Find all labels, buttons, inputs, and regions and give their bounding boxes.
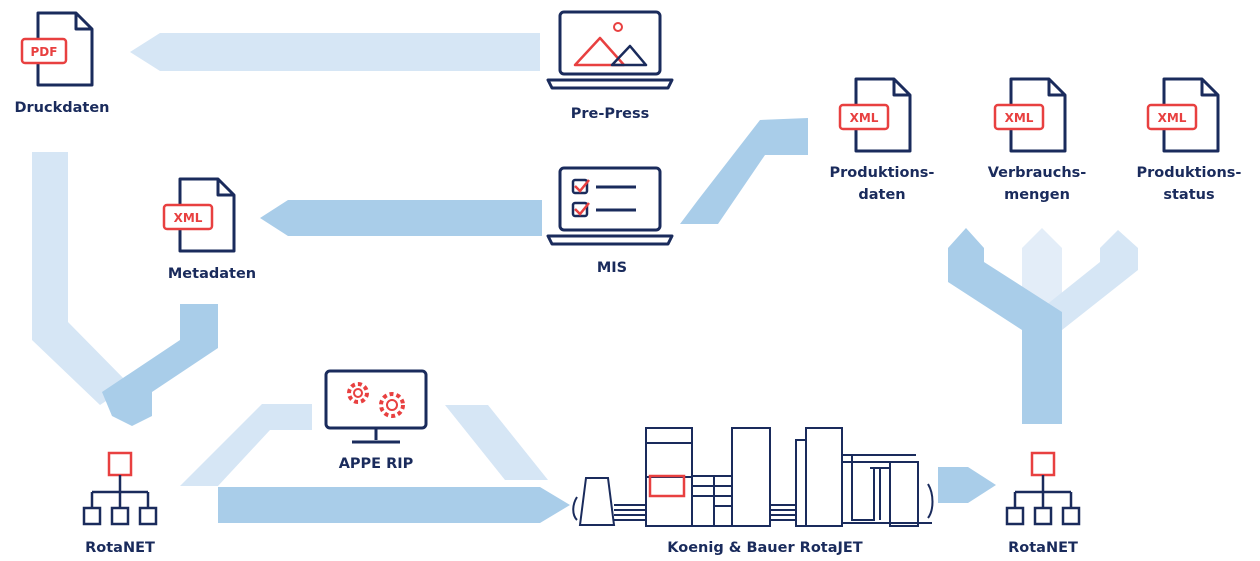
xml-produktionsdaten-icon: XML [838, 77, 912, 153]
prepress-laptop-icon [546, 10, 674, 90]
xml-tag-produktionsstatus: XML [1158, 111, 1187, 125]
appe-rip-label: APPE RIP [339, 456, 414, 472]
rotanet-left-label: RotaNET [85, 540, 155, 556]
pdf-tag: PDF [31, 45, 58, 59]
produktionsstatus-label-line2: status [1163, 187, 1214, 203]
arrow-mis-to-metadaten [260, 200, 542, 236]
rotanet-right-network-icon [1005, 451, 1081, 526]
arrow-metadaten-to-rotanet [102, 304, 218, 426]
mis-label: MIS [597, 260, 627, 276]
produktionsdaten-label-line2: daten [858, 187, 905, 203]
xml-metadaten-icon: XML [162, 177, 236, 253]
produktionsstatus-label-line1: Produktions- [1137, 165, 1242, 181]
rotajet-press-icon [572, 427, 934, 527]
xml-verbrauchsmengen-icon: XML [993, 77, 1067, 153]
rotanet-right-label: RotaNET [1008, 540, 1078, 556]
prepress-label: Pre-Press [571, 106, 650, 122]
arrow-rotanet-to-rotajet [218, 487, 570, 523]
produktionsdaten-label-line1: Produktions- [830, 165, 935, 181]
verbrauchsmengen-label-line1: Verbrauchs- [988, 165, 1087, 181]
rotajet-label: Koenig & Bauer RotaJET [667, 540, 863, 556]
xml-tag-verbrauchsmengen: XML [1005, 111, 1034, 125]
arrow-prepress-to-druckdaten [130, 33, 540, 71]
xml-tag-metadaten: XML [174, 211, 203, 225]
pdf-icon: PDF [20, 11, 94, 87]
druckdaten-label: Druckdaten [14, 100, 109, 116]
arrow-branch-light [1040, 230, 1138, 330]
arrow-rotajet-to-rotanet [938, 467, 996, 503]
arrow-druckdaten-down [32, 152, 130, 405]
mis-laptop-icon [546, 166, 674, 246]
appe-rip-monitor-icon [324, 369, 428, 444]
arrow-branch-mid [948, 228, 1062, 424]
arrow-rip-to-rotajet-light [445, 405, 548, 480]
arrow-rotanet-to-rip [180, 404, 312, 486]
arrow-produktionsdaten-to-mis [680, 118, 808, 224]
xml-tag-produktionsdaten: XML [850, 111, 879, 125]
rotanet-left-network-icon [82, 451, 158, 526]
xml-produktionsstatus-icon: XML [1146, 77, 1220, 153]
verbrauchsmengen-label-line2: mengen [1004, 187, 1070, 203]
metadaten-label: Metadaten [168, 266, 256, 282]
